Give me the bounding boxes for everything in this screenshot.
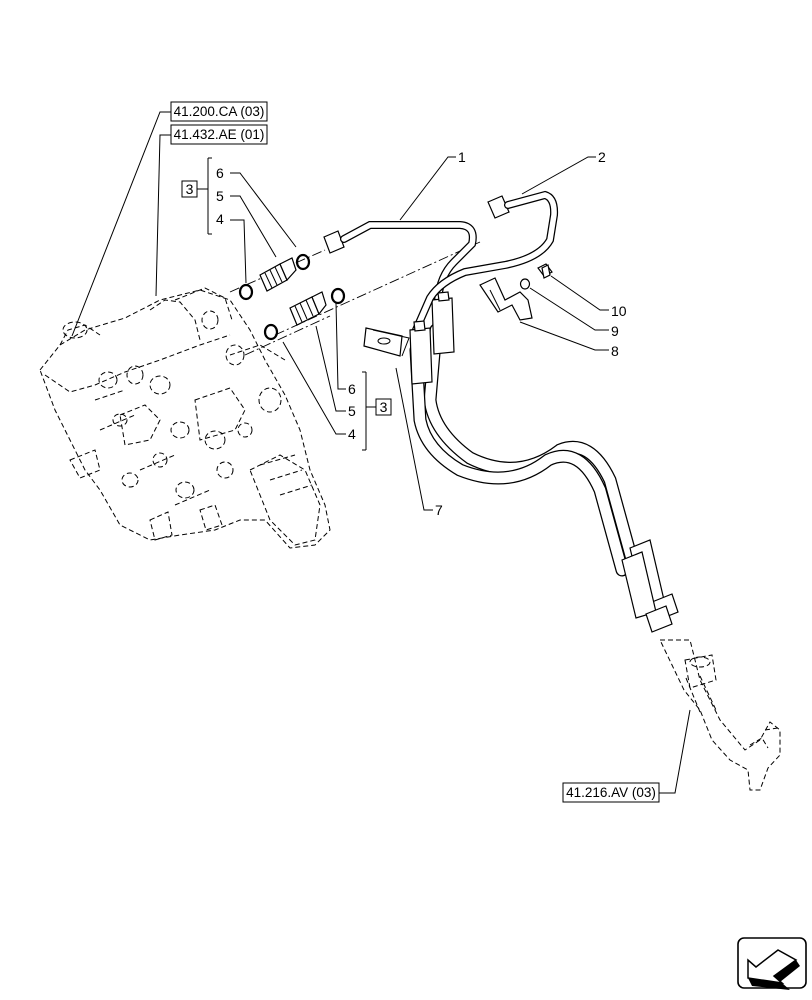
svg-text:6: 6: [216, 165, 224, 181]
o-rings: [238, 253, 346, 341]
svg-text:8: 8: [611, 343, 619, 359]
o-ring-upper-4: [238, 283, 254, 301]
callout-1: 1: [399, 149, 466, 221]
bolt: [537, 263, 553, 279]
o-ring-upper-6: [295, 253, 311, 271]
svg-text:41.432.AE (01): 41.432.AE (01): [174, 127, 265, 142]
svg-text:41.216.AV (03): 41.216.AV (03): [566, 785, 656, 800]
svg-text:6: 6: [348, 381, 356, 397]
reference-box-41-216[interactable]: 41.216.AV (03): [562, 782, 660, 803]
adapter-fitting-upper: [259, 257, 297, 292]
hose-clamp: [479, 277, 533, 321]
callout-leaders-right: 10 9 8: [519, 275, 627, 359]
o-ring-lower-6: [330, 287, 346, 305]
svg-text:4: 4: [216, 211, 224, 227]
svg-text:3: 3: [380, 399, 388, 415]
callout-group-upper: 3 6 5 4: [181, 157, 297, 284]
svg-text:4: 4: [348, 426, 356, 442]
svg-text:41.200.CA (03): 41.200.CA (03): [174, 104, 265, 119]
svg-text:9: 9: [611, 323, 619, 339]
control-valve-block: [39, 287, 331, 549]
svg-text:3: 3: [186, 181, 194, 197]
o-ring-lower-4: [263, 323, 279, 341]
adapter-fitting-lower: [289, 291, 327, 326]
reference-box-41-200[interactable]: 41.200.CA (03): [170, 101, 268, 122]
hydraulic-line-1: [323, 221, 679, 621]
svg-text:5: 5: [348, 403, 356, 419]
svg-text:5: 5: [216, 188, 224, 204]
downstream-valve-connection: [659, 639, 781, 791]
protective-pad: 7: [363, 327, 443, 518]
svg-text:2: 2: [598, 149, 606, 165]
reference-leaders-upper: [71, 111, 171, 337]
callout-group-lower: 3 6 5 4: [282, 302, 392, 451]
washer: [519, 278, 531, 290]
svg-text:10: 10: [611, 303, 627, 319]
reference-box-41-432[interactable]: 41.432.AE (01): [170, 124, 268, 145]
reference-leader-lower: [659, 709, 691, 794]
arrow-left-navigation-icon[interactable]: [737, 937, 807, 990]
svg-text:1: 1: [458, 149, 466, 165]
hydraulic-line-2: [409, 190, 673, 633]
callout-2: 2: [521, 149, 606, 195]
svg-text:7: 7: [435, 502, 443, 518]
